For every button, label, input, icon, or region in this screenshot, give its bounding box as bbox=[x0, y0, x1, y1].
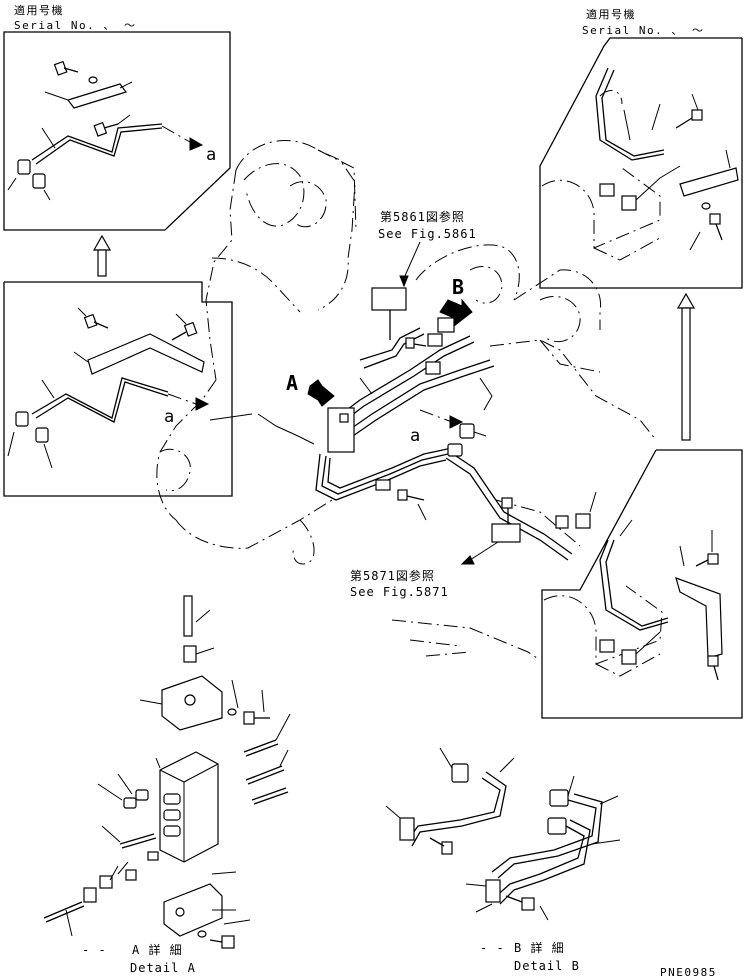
detail-a-jp: A 詳 細 bbox=[132, 942, 183, 957]
connector-icon bbox=[555, 515, 569, 529]
hose-end-icon bbox=[371, 287, 407, 311]
bolt-icon bbox=[429, 837, 453, 855]
bracket-plate-icon bbox=[679, 167, 739, 197]
ref-5861-jp: 第5861図参照 bbox=[380, 209, 465, 224]
detail-b-jp: B 詳 細 bbox=[514, 940, 565, 955]
fitting-icon bbox=[183, 645, 197, 663]
mounting-bracket-icon bbox=[163, 883, 223, 937]
connection-label-a: a bbox=[410, 426, 420, 446]
plug-icon bbox=[135, 789, 149, 801]
nut-icon bbox=[32, 173, 46, 189]
main-hose-assembly: a bbox=[209, 317, 573, 561]
serial-inset-top-right: 適用号機 Serial No. 、 ～ bbox=[539, 7, 743, 289]
washer-icon bbox=[197, 930, 207, 938]
bolt-icon bbox=[243, 711, 270, 725]
connector-icon bbox=[621, 195, 637, 211]
connection-label-a: a bbox=[164, 407, 174, 427]
nut-icon bbox=[35, 427, 49, 443]
connector-icon bbox=[549, 789, 569, 807]
bolt-icon bbox=[209, 935, 235, 949]
bolt-icon bbox=[397, 489, 427, 521]
detail-b-assembly: ‐ ‐ B 詳 細 Detail B bbox=[385, 747, 621, 973]
upward-arrow-left bbox=[92, 234, 112, 277]
bolt-icon bbox=[707, 655, 719, 681]
bolt-icon bbox=[501, 497, 513, 524]
connector-icon bbox=[451, 763, 469, 783]
bolt-icon bbox=[709, 213, 723, 241]
control-valve-icon bbox=[327, 407, 355, 453]
bracket-plate-icon bbox=[67, 83, 127, 109]
connector-icon bbox=[575, 513, 591, 529]
connector-icon bbox=[427, 333, 443, 347]
fitting-icon bbox=[125, 869, 137, 881]
inset-frame bbox=[3, 31, 231, 231]
reference-fig-5861: 第5861図参照 See Fig.5861 bbox=[371, 209, 477, 340]
view-arrow-a: A bbox=[286, 371, 335, 407]
washer-icon bbox=[227, 708, 237, 716]
bolt-icon bbox=[675, 93, 703, 129]
bracket-plate-icon bbox=[87, 333, 205, 375]
connector-icon bbox=[621, 649, 637, 665]
hydraulic-tube bbox=[31, 123, 163, 161]
bolt-icon bbox=[695, 553, 719, 567]
bolt-icon bbox=[505, 895, 535, 911]
connector-icon bbox=[599, 183, 615, 197]
detail-b-en: Detail B bbox=[514, 959, 580, 973]
view-arrow-b: B bbox=[439, 275, 473, 328]
bolt-icon bbox=[77, 307, 109, 329]
machine-frame-outline bbox=[156, 139, 657, 661]
connector-icon bbox=[375, 479, 391, 491]
hydraulic-tube bbox=[31, 377, 169, 419]
clamp-icon bbox=[491, 523, 521, 543]
ref-5871-jp: 第5871図参照 bbox=[350, 568, 435, 583]
direction-arrow-icon bbox=[307, 379, 335, 407]
plug-icon bbox=[123, 797, 137, 809]
connector-icon bbox=[599, 639, 615, 653]
connector-icon bbox=[425, 361, 441, 375]
serial-jp-top-left: 適用号機 bbox=[14, 3, 64, 17]
arrow-icon bbox=[189, 137, 204, 151]
nut-icon bbox=[17, 159, 31, 175]
bolt-icon bbox=[171, 313, 198, 341]
inset-mid-left: a bbox=[3, 281, 233, 497]
connection-label-a: a bbox=[206, 145, 216, 165]
view-label-b: B bbox=[452, 275, 464, 299]
ref-5871-en: See Fig.5871 bbox=[350, 585, 449, 599]
bolt-icon bbox=[93, 114, 131, 137]
serial-jp-top-right: 適用号機 bbox=[586, 7, 636, 21]
detail-b-prefix: ‐ ‐ bbox=[480, 941, 505, 955]
detail-a-en: Detail A bbox=[130, 961, 196, 975]
bolt-icon bbox=[405, 337, 427, 349]
detail-a-assembly: ‐ ‐ A 詳 細 Detail A bbox=[43, 595, 291, 975]
detail-a-prefix: ‐ ‐ bbox=[82, 943, 107, 957]
upward-arrow-right bbox=[676, 292, 696, 441]
nut-icon bbox=[15, 411, 29, 427]
fitting-icon bbox=[147, 851, 159, 861]
fitting-icon bbox=[83, 887, 97, 903]
drawing-number: PNE0985 bbox=[660, 966, 717, 979]
nut-icon bbox=[459, 423, 475, 439]
clamp-icon bbox=[485, 879, 501, 903]
washer-icon bbox=[701, 202, 711, 210]
fitting-icon bbox=[99, 875, 113, 889]
direction-arrow-icon bbox=[439, 298, 473, 328]
serial-inset-top-left: 適用号機 Serial No. 、 ～ a bbox=[3, 3, 231, 231]
ref-5861-en: See Fig.5861 bbox=[378, 227, 477, 241]
view-label-a: A bbox=[286, 371, 298, 395]
connector-icon bbox=[547, 817, 567, 835]
clamp-icon bbox=[399, 817, 415, 841]
bolt-icon bbox=[53, 60, 98, 84]
serial-en-top-left: Serial No. 、 ～ bbox=[14, 19, 136, 32]
nut-icon bbox=[447, 443, 463, 457]
serial-en-top-right: Serial No. 、 ～ bbox=[582, 24, 704, 37]
connector-icon bbox=[437, 317, 455, 333]
inset-mid-right bbox=[541, 449, 743, 719]
hose-icon bbox=[183, 595, 193, 637]
bracket-plate-icon bbox=[675, 577, 723, 659]
reference-fig-5871: 第5871図参照 See Fig.5871 bbox=[350, 497, 521, 599]
